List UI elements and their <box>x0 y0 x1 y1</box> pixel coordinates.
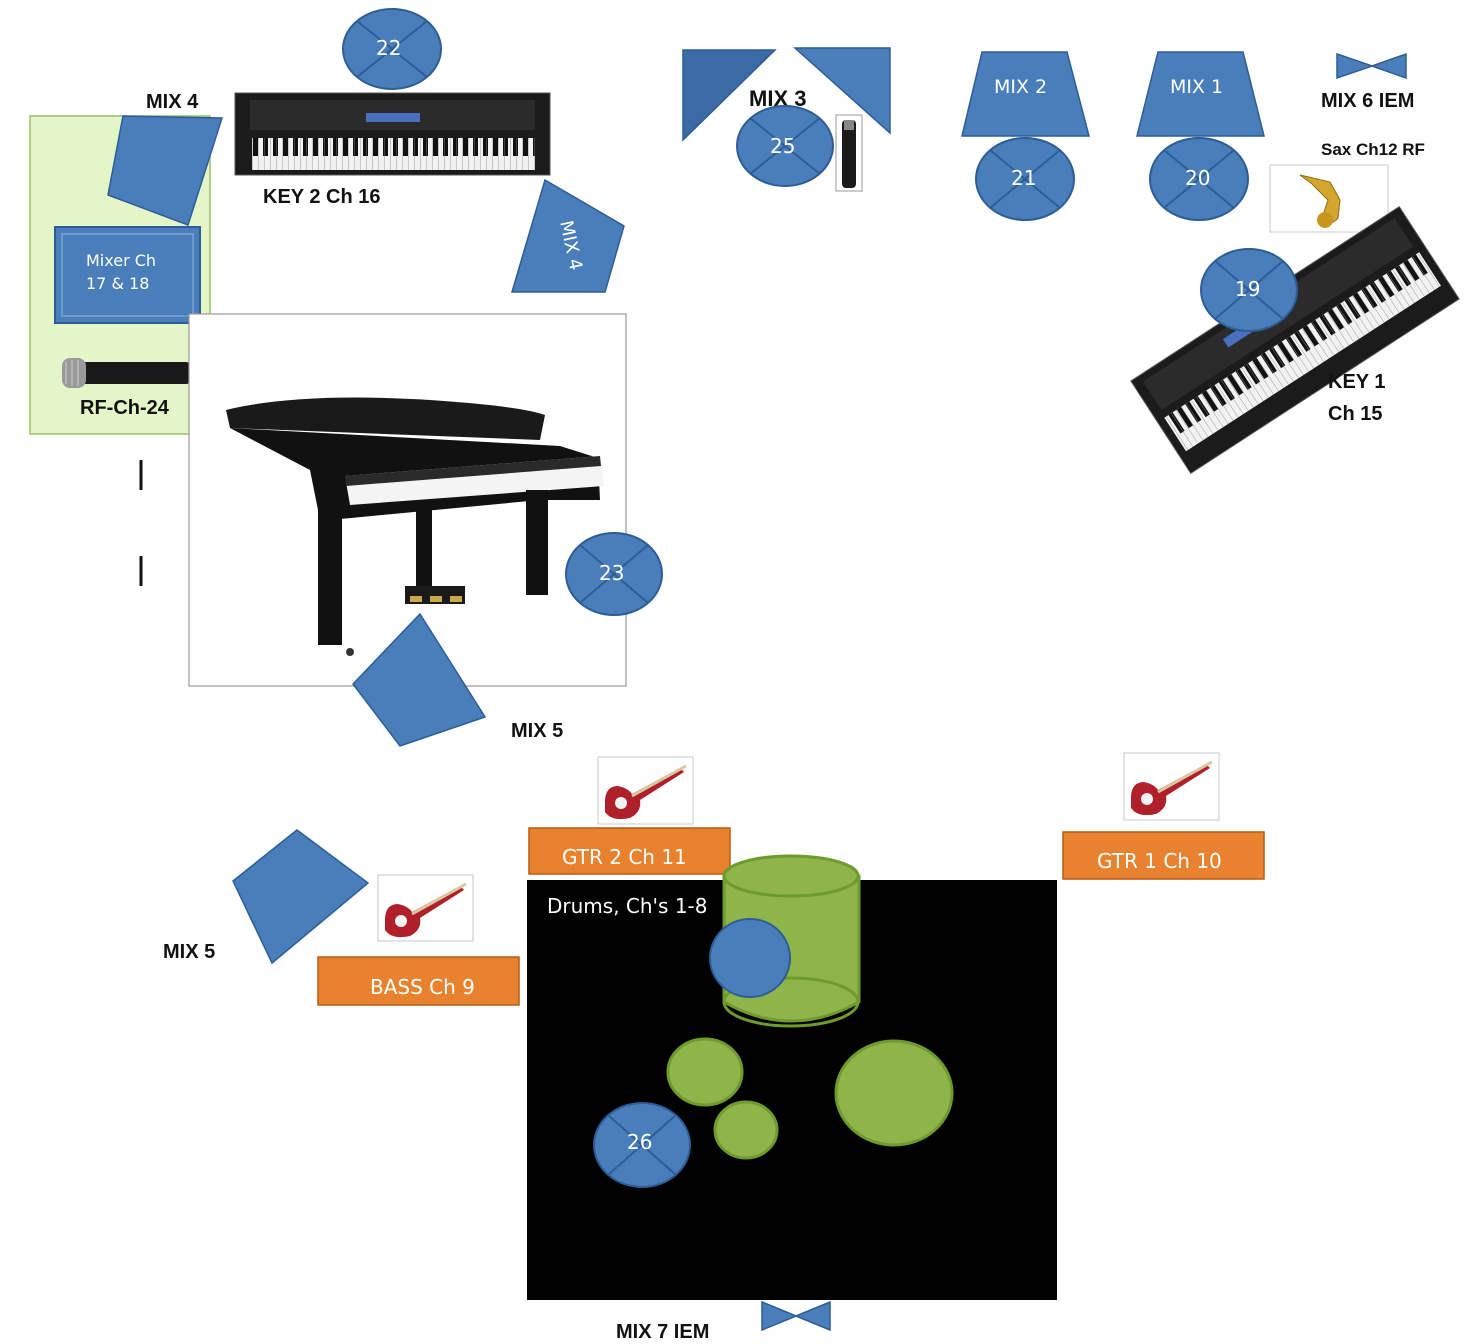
floor-tom <box>834 1039 954 1147</box>
mix5-lower-wedge-monitor-icon <box>232 829 370 965</box>
kick-mic <box>709 918 791 998</box>
input-19-monitor-icon: 19 <box>1200 248 1298 332</box>
input-22-label: 22 <box>376 36 401 60</box>
input-26-label: 26 <box>627 1130 652 1154</box>
key2-keyboard-icon <box>234 92 551 176</box>
mix2-wedge-monitor-icon: MIX 2 <box>961 51 1090 137</box>
mix4-wedge-monitor-icon <box>107 115 224 226</box>
key1-label-line2: Ch 15 <box>1328 403 1382 425</box>
mix3-wedge-left-monitor-icon <box>682 49 777 142</box>
bass-label: BASS Ch 9 <box>370 975 475 999</box>
gtr2-amp: GTR 2 Ch 11 <box>528 827 731 875</box>
input-25-monitor-icon: 25 <box>736 105 834 187</box>
input-25-label: 25 <box>770 134 795 158</box>
input-23-label: 23 <box>599 561 624 585</box>
gtr1-label: GTR 1 Ch 10 <box>1097 849 1222 873</box>
mix7-iem-icon <box>761 1300 831 1332</box>
tom-2 <box>713 1100 779 1160</box>
grand-piano-icon <box>226 397 604 656</box>
mix6-label: MIX 6 IEM <box>1321 90 1414 112</box>
gtr2-label: GTR 2 Ch 11 <box>562 845 687 869</box>
gtr1-amp: GTR 1 Ch 10 <box>1062 831 1265 880</box>
mix4-top-label: MIX 4 <box>146 91 199 113</box>
input-22-monitor-icon: 22 <box>342 8 442 90</box>
input-20-label: 20 <box>1185 166 1210 190</box>
drums-label: Drums, Ch's 1-8 <box>547 894 708 918</box>
gtr1-electric-guitar-icon <box>1123 752 1220 821</box>
key1-keyboard-icon <box>1130 206 1460 474</box>
mix2-label: MIX 2 <box>994 76 1047 98</box>
mixer-label-line1: Mixer Ch <box>86 251 156 270</box>
bass-electric-guitar-icon <box>377 874 474 942</box>
mix6-iem-icon <box>1336 52 1407 80</box>
input-23-monitor-icon: 23 <box>565 532 663 616</box>
gtr2-electric-guitar-icon <box>597 756 694 825</box>
mix1-label: MIX 1 <box>1170 76 1223 98</box>
sax-label: Sax Ch12 RF <box>1321 140 1425 159</box>
input-19-label: 19 <box>1235 277 1260 301</box>
mixer-label-line2: 17 & 18 <box>86 274 149 293</box>
mixer-box: Mixer Ch 17 & 18 <box>54 226 201 324</box>
bass-amp: BASS Ch 9 <box>317 956 520 1006</box>
input-20-monitor-icon: 20 <box>1149 137 1249 221</box>
mix5-upper-label: MIX 5 <box>511 720 563 742</box>
input-26-monitor-icon: 26 <box>593 1102 691 1188</box>
mix5-upper-wedge-monitor-icon <box>352 612 487 747</box>
mix5-lower-label: MIX 5 <box>163 941 215 963</box>
mix4-rotated-wedge-monitor-icon: MIX 4 <box>510 178 625 293</box>
rf-microphone-icon <box>62 358 192 388</box>
saxophone-icon <box>1269 164 1389 233</box>
microphone-icon <box>835 114 863 192</box>
key1-label-line1: KEY 1 <box>1328 371 1385 393</box>
mix7-label: MIX 7 IEM <box>616 1321 709 1343</box>
rf-label: RF-Ch-24 <box>80 397 170 419</box>
input-21-monitor-icon: 21 <box>975 137 1075 221</box>
input-21-label: 21 <box>1011 166 1036 190</box>
key2-label: KEY 2 Ch 16 <box>263 186 380 208</box>
tom-1 <box>666 1037 744 1107</box>
mix1-wedge-monitor-icon: MIX 1 <box>1136 51 1265 137</box>
mix3-wedge-right-monitor-icon <box>793 47 891 135</box>
